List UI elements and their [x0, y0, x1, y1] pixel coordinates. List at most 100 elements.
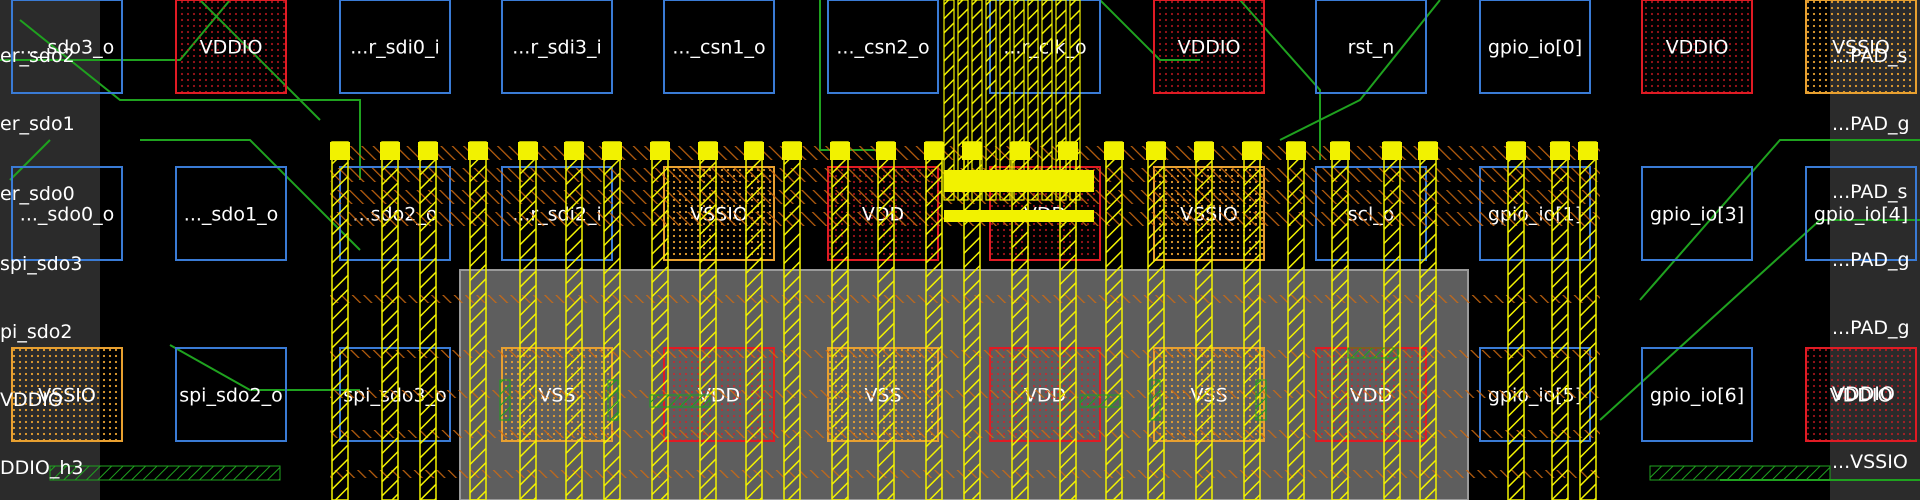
metal-vbundle [1069, 0, 1081, 201]
pad-middle-1[interactable]: ..._sdo1_o [175, 166, 287, 261]
pad-bottom-1[interactable]: spi_sdo2_o [175, 347, 287, 442]
left-edge-label: er_sdo2 [0, 45, 75, 67]
metal-vbundle [1027, 0, 1039, 201]
pad-rect [827, 0, 939, 94]
metal-vstrap [519, 141, 537, 500]
metal-vstrap [469, 141, 487, 500]
pad-rect [11, 0, 123, 94]
metal-vbundle [1041, 0, 1053, 201]
left-edge-label: er_sdo1 [0, 113, 75, 135]
metal-green-segment [1347, 347, 1399, 359]
left-edge-label: DDIO_h3 [0, 457, 83, 479]
right-edge-label: ...PAD_s [1832, 181, 1907, 203]
pad-bottom-11[interactable]: VDDIO [1805, 347, 1917, 442]
pad-top-8[interactable]: rst_n [1315, 0, 1427, 94]
metal-vstrap [1507, 141, 1525, 500]
pad-top-9[interactable]: gpio_io[0] [1479, 0, 1591, 94]
metal-vstrap [1105, 141, 1123, 500]
pad-label: ...r_sdi0_i [350, 37, 440, 59]
pad-label: ..._sdo3_o [20, 37, 114, 59]
pad-label: VDDIO [1666, 37, 1729, 59]
left-edge-label: pi_sdo2 [0, 321, 73, 343]
pad-label: ..._sdo1_o [184, 204, 278, 226]
pad-label: VDDIO [200, 37, 263, 59]
metal-vstrap [381, 141, 399, 500]
pad-middle-10[interactable]: gpio_io[3] [1641, 166, 1753, 261]
metal-vstrap [419, 141, 437, 500]
pad-rect [1479, 0, 1591, 94]
pad-label: gpio_io[6] [1650, 385, 1744, 407]
via-square [564, 142, 584, 160]
via-square [1382, 142, 1402, 160]
metal-vstrap [925, 141, 943, 500]
metal-vbundle [1013, 0, 1025, 201]
metal-vbundle [1055, 0, 1067, 201]
metal-green-segment [49, 465, 281, 481]
via-square [782, 142, 802, 160]
metal-vstrap [1383, 141, 1401, 500]
via-square [876, 142, 896, 160]
pad-label: gpio_io[3] [1650, 204, 1744, 226]
via-square [1550, 142, 1570, 160]
right-edge-label: ...VSSIO [1832, 451, 1908, 473]
metal-green-segment [1149, 379, 1161, 421]
pad-rect [501, 0, 613, 94]
via-square [1104, 142, 1124, 160]
pad-rect [1805, 347, 1917, 442]
right-edge-label: ...PAD_g [1832, 113, 1910, 135]
metal-vstrap [1287, 141, 1305, 500]
pad-rect [1805, 166, 1917, 261]
pad-bottom-10[interactable]: gpio_io[6] [1641, 347, 1753, 442]
pad-rect [11, 166, 123, 261]
pad-label: ..._sdo0_o [20, 204, 114, 226]
metal-green-segment [1079, 394, 1121, 408]
pad-rect [1315, 0, 1427, 94]
pad-bottom-0[interactable]: VSSIO [11, 347, 123, 442]
metal-vbundle [971, 0, 983, 201]
via-square [1330, 142, 1350, 160]
via-square [1242, 142, 1262, 160]
pad-label: rst_n [1348, 37, 1395, 59]
pad-rect [339, 0, 451, 94]
pad-label: ..._csn1_o [672, 37, 765, 59]
pad-middle-11[interactable]: gpio_io[4] [1805, 166, 1917, 261]
pad-rect [175, 0, 287, 94]
metal-vstrap [1147, 141, 1165, 500]
pad-rect [1641, 0, 1753, 94]
pad-top-0[interactable]: ..._sdo3_o [11, 0, 123, 94]
pad-middle-0[interactable]: ..._sdo0_o [11, 166, 123, 261]
metal-vbundle [957, 0, 969, 201]
pad-top-1[interactable]: VDDIO [175, 0, 287, 94]
pad-top-11[interactable]: VSSIO [1805, 0, 1917, 94]
via-square [1146, 142, 1166, 160]
pad-label: gpio_io[4] [1814, 204, 1908, 226]
right-edge-label: ...PAD_s [1832, 45, 1907, 67]
pad-top-3[interactable]: ...r_sdi3_i [501, 0, 613, 94]
pad-label: ..._csn2_o [836, 37, 929, 59]
via-square [1418, 142, 1438, 160]
via-square [744, 142, 764, 160]
bus-bar [944, 170, 1094, 192]
metal-vstrap [1419, 141, 1437, 500]
pad-rect [175, 347, 287, 442]
right-edge-label: VDDIO [1832, 383, 1895, 405]
pad-rect [1641, 347, 1753, 442]
metal-vstrap [331, 141, 349, 500]
via-square [418, 142, 438, 160]
pad-top-10[interactable]: VDDIO [1641, 0, 1753, 94]
left-edge-label: VDDIO [0, 389, 63, 411]
metal-vbundle [985, 0, 997, 201]
metal-vstrap [1551, 141, 1569, 500]
pad-top-2[interactable]: ...r_sdi0_i [339, 0, 451, 94]
pad-top-4[interactable]: ..._csn1_o [663, 0, 775, 94]
metal-vstrap [783, 141, 801, 500]
metal-vbundle [943, 0, 955, 201]
metal-vstrap [1331, 141, 1349, 500]
via-square [1194, 142, 1214, 160]
metal-vstrap [831, 141, 849, 500]
via-square [1506, 142, 1526, 160]
pad-top-5[interactable]: ..._csn2_o [827, 0, 939, 94]
pad-label: VSSIO [38, 385, 96, 407]
pad-top-7[interactable]: VDDIO [1153, 0, 1265, 94]
